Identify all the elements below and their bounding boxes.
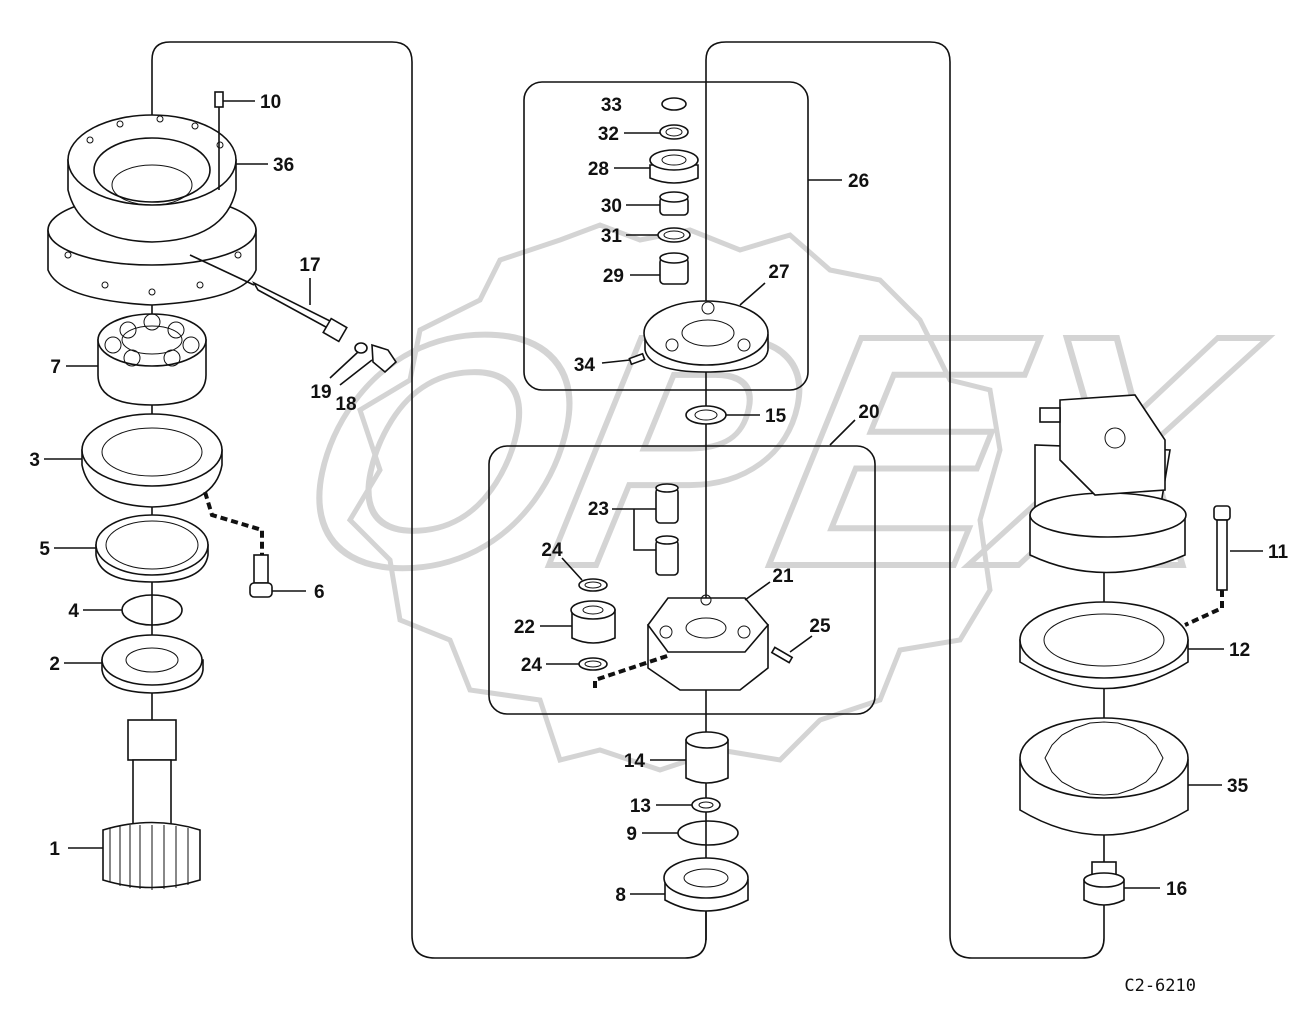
part-8-bearing xyxy=(663,857,749,912)
subassembly-26-box xyxy=(523,81,809,391)
callout-3: 3 xyxy=(29,450,40,471)
part-25-pin xyxy=(770,646,794,664)
part-32-ring xyxy=(659,124,689,140)
callout-2: 2 xyxy=(49,654,60,675)
callout-33: 33 xyxy=(601,95,622,116)
callout-27: 27 xyxy=(768,262,789,283)
callout-20: 20 xyxy=(858,402,879,423)
part-21-carrier xyxy=(593,594,770,691)
part-36-housing xyxy=(47,114,257,306)
part-34-pin xyxy=(628,352,646,366)
part-31-ring xyxy=(657,227,691,243)
callout-5: 5 xyxy=(39,539,50,560)
part-27-carrier xyxy=(643,300,769,373)
callout-30: 30 xyxy=(601,196,622,217)
callout-7: 7 xyxy=(50,357,61,378)
part-23-pins xyxy=(655,483,679,576)
callout-25: 25 xyxy=(809,616,831,637)
part-13-ring xyxy=(691,797,721,813)
callout-12: 12 xyxy=(1229,640,1250,661)
part-18-plug xyxy=(371,343,398,374)
part-15-washer xyxy=(685,405,727,425)
part-22-planet-gear xyxy=(570,600,616,644)
callout-1: 1 xyxy=(49,839,60,860)
part-11-bolt xyxy=(1184,505,1231,627)
part-24-washer-top xyxy=(578,578,608,592)
part-1-pinion-shaft xyxy=(102,719,201,890)
callout-14: 14 xyxy=(624,751,646,772)
part-33-cap xyxy=(661,97,687,111)
callout-28: 28 xyxy=(588,159,609,180)
callout-10: 10 xyxy=(260,92,281,113)
callout-16: 16 xyxy=(1166,879,1187,900)
callout-8: 8 xyxy=(615,885,626,906)
part-35-ring-gear xyxy=(1019,717,1189,836)
callout-labels: 1 2 3 4 5 6 7 8 9 10 11 12 13 14 15 16 1… xyxy=(29,92,1288,906)
callout-17: 17 xyxy=(299,255,320,276)
callout-19: 19 xyxy=(310,382,331,403)
part-14-sun-gear xyxy=(685,731,729,784)
callout-21: 21 xyxy=(772,566,794,587)
part-17-rod xyxy=(189,254,348,343)
part-24-washer-bottom xyxy=(578,657,608,671)
swing-motor-assembly xyxy=(1029,394,1187,574)
callout-9: 9 xyxy=(626,824,637,845)
callout-32: 32 xyxy=(598,124,619,145)
callout-11: 11 xyxy=(1268,542,1289,563)
part-16-gear xyxy=(1083,861,1125,906)
part-30-sleeve xyxy=(659,191,689,216)
callout-24-bottom: 24 xyxy=(521,655,543,676)
part-3-plate xyxy=(81,413,223,508)
callout-29: 29 xyxy=(603,266,624,287)
part-28-gear xyxy=(649,149,699,184)
part-29-sleeve xyxy=(659,252,689,285)
callout-35: 35 xyxy=(1227,776,1249,797)
leader-lines xyxy=(44,100,1263,895)
callout-6: 6 xyxy=(314,582,325,603)
callout-22: 22 xyxy=(514,617,535,638)
callout-18: 18 xyxy=(335,394,356,415)
callout-36: 36 xyxy=(273,155,294,176)
callout-13: 13 xyxy=(630,796,651,817)
part-12-ring-housing xyxy=(1019,601,1189,690)
part-5-ring xyxy=(95,514,209,583)
callout-24-top: 24 xyxy=(541,540,563,561)
callout-4: 4 xyxy=(68,601,79,622)
callout-34: 34 xyxy=(574,355,596,376)
drawing-code: C2-6210 xyxy=(1124,976,1196,996)
callout-23: 23 xyxy=(588,499,609,520)
part-19-washer xyxy=(354,342,368,354)
part-2-seal xyxy=(101,634,204,694)
part-6-bolt xyxy=(203,491,273,598)
part-9-snap-ring xyxy=(677,820,739,846)
subassembly-20-box xyxy=(488,445,876,715)
callout-26: 26 xyxy=(848,171,869,192)
callout-31: 31 xyxy=(601,226,623,247)
part-7-bearing xyxy=(97,313,207,406)
callout-15: 15 xyxy=(765,406,787,427)
part-10-pin xyxy=(214,91,224,190)
